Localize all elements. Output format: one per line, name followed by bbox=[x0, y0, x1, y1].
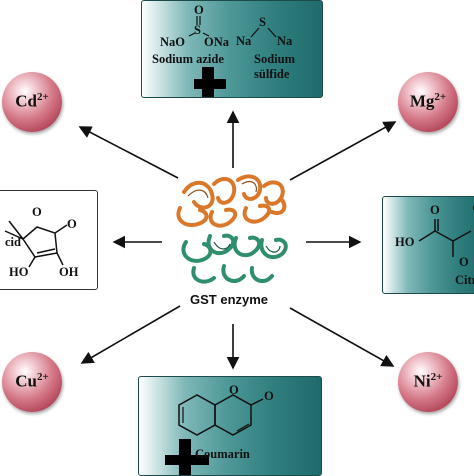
ring-o: O bbox=[32, 205, 42, 219]
lactone-oxygen: O bbox=[264, 389, 274, 403]
azide-o: O bbox=[194, 3, 204, 17]
ion-cd-charge: 2+ bbox=[36, 91, 49, 103]
arrow-upleft bbox=[78, 126, 179, 179]
inhibitor-box-top: O S NaO ONa Sodium azide Na S Na Sodium … bbox=[141, 0, 323, 98]
sulfide-na2: Na bbox=[277, 34, 293, 48]
azide-left: NaO bbox=[160, 35, 185, 49]
coumarin-name: Coumarin bbox=[195, 447, 250, 461]
ion-cu-charge: 2+ bbox=[36, 371, 49, 383]
protein-structure bbox=[176, 174, 288, 284]
carbonyl-o-1: O bbox=[430, 203, 440, 217]
azide-s: S bbox=[194, 23, 201, 37]
cross-mark-stem bbox=[202, 67, 214, 97]
inhibitor-box-bottom: O O Coumarin bbox=[138, 376, 322, 476]
ion-ni: Ni2+ bbox=[398, 352, 458, 412]
sulfide-na1: Na bbox=[236, 34, 252, 48]
inhibitor-box-right: O HO O Citric bbox=[382, 196, 474, 294]
cross-mark-stem bbox=[179, 439, 191, 475]
ion-mg-charge: 2+ bbox=[434, 91, 447, 103]
ion-cu: Cu2+ bbox=[2, 352, 62, 412]
carbonyl-o: O bbox=[67, 217, 77, 231]
arrow-downright bbox=[289, 307, 395, 367]
acid-fragment: cid bbox=[5, 235, 21, 249]
ion-ni-charge: 2+ bbox=[430, 371, 443, 383]
hydroxyl-1: HO bbox=[9, 265, 29, 279]
sulfide-s: S bbox=[259, 15, 266, 29]
ion-ni-symbol: Ni bbox=[413, 371, 431, 391]
sulfide-name-line2: sülfide bbox=[254, 67, 290, 81]
ion-cu-symbol: Cu bbox=[15, 371, 37, 391]
azide-name: Sodium azide bbox=[152, 52, 224, 66]
carbonyl-o-2: O bbox=[459, 255, 469, 269]
sulfide-name-line1: Sodium bbox=[254, 52, 295, 66]
hydroxyl: HO bbox=[395, 235, 415, 249]
ion-mg: Mg2+ bbox=[398, 72, 458, 132]
azide-right: ONa bbox=[204, 35, 229, 49]
ion-cd-symbol: Cd bbox=[15, 91, 37, 111]
arrow-upright bbox=[289, 121, 397, 181]
ion-cd: Cd2+ bbox=[2, 72, 62, 132]
citric-fragment: Citric bbox=[455, 273, 474, 287]
hydroxyl-2: OH bbox=[59, 265, 79, 279]
arrow-downleft bbox=[80, 305, 181, 364]
inhibitor-box-left: O O cid HO OH bbox=[0, 190, 98, 290]
ring-oxygen: O bbox=[229, 383, 239, 397]
center-label: GST enzyme bbox=[190, 292, 269, 307]
ion-mg-symbol: Mg bbox=[409, 91, 435, 111]
